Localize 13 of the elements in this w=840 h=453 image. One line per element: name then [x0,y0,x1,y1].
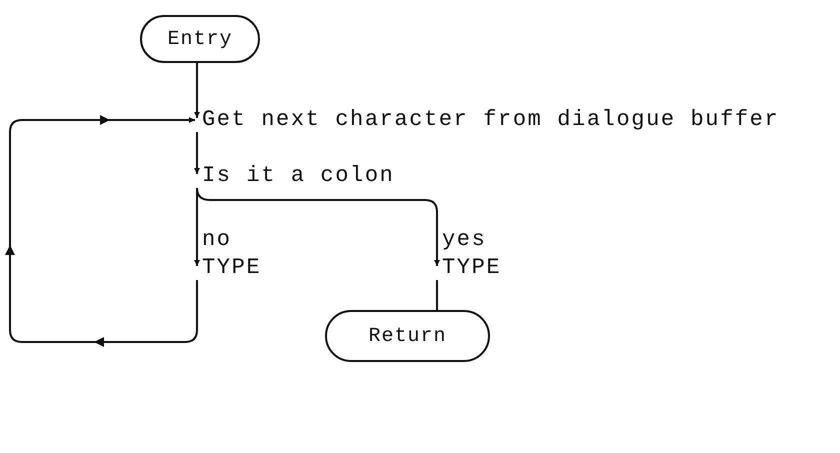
step-text: TYPE [442,256,502,280]
terminal-box: Return [325,310,490,362]
edge-label: no [202,228,232,252]
arrow [194,188,200,266]
step-text: Get next character from dialogue buffer [202,108,780,132]
arrow [194,132,200,174]
terminal-box: Entry [140,15,260,63]
step-text: TYPE [202,256,262,280]
arrow [194,63,200,118]
step-text: Is it a colon [202,164,394,188]
arrow [5,115,198,347]
arrow [196,188,440,266]
edge-label: yes [442,228,486,252]
